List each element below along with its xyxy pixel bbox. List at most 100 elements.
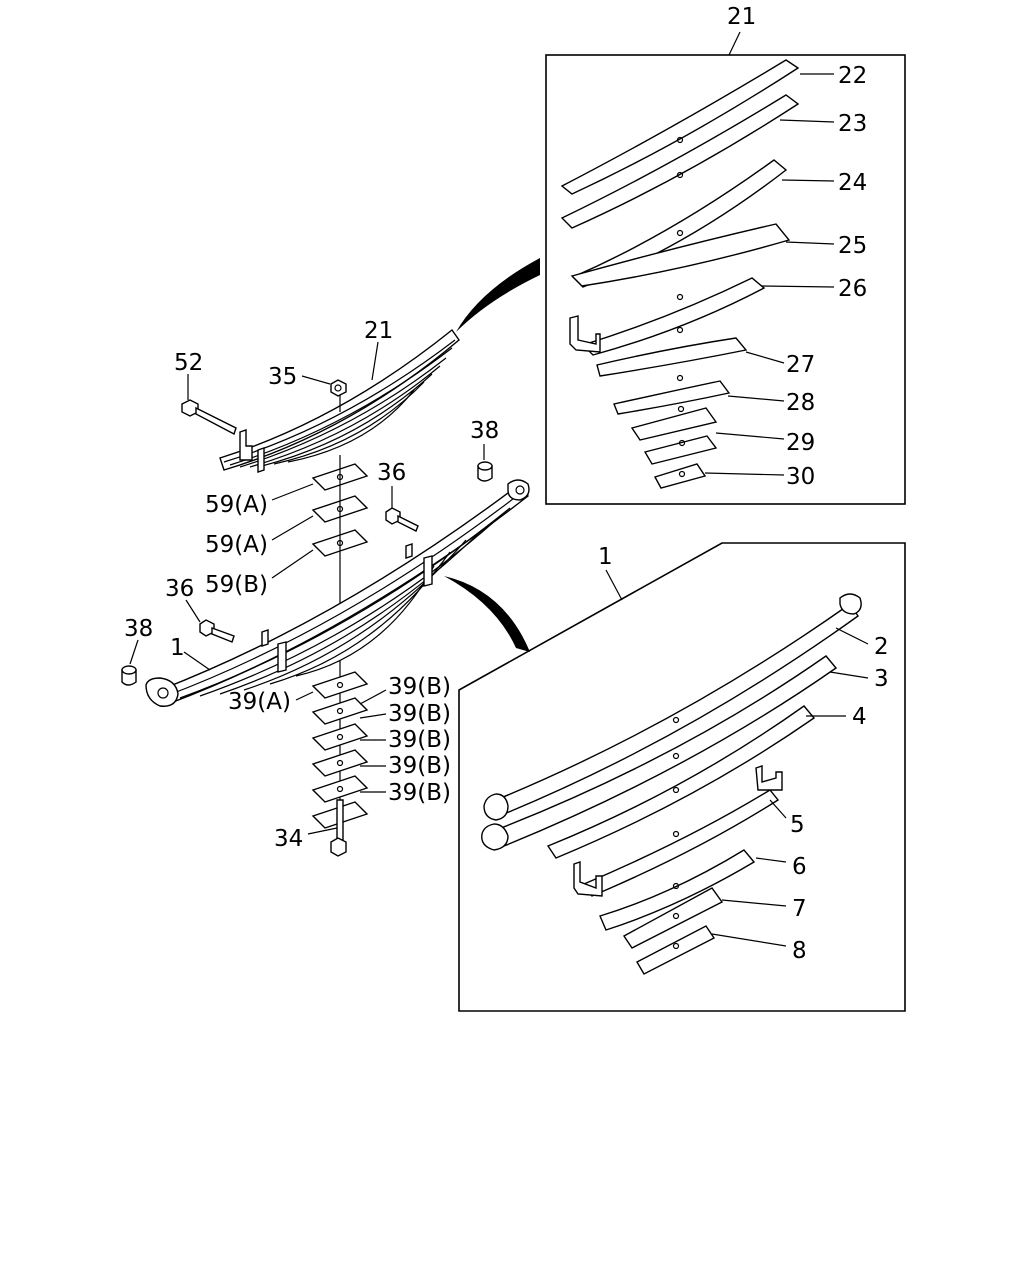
- label-21-mid: 21: [364, 318, 393, 344]
- label-52: 52: [174, 350, 203, 376]
- label-2: 2: [874, 634, 889, 660]
- label-39b-2: 39(B): [388, 701, 451, 727]
- leaf-30: [643, 435, 718, 465]
- leader-25: [785, 241, 835, 245]
- leader-6: [755, 857, 787, 863]
- leader-8: [711, 933, 787, 947]
- label-23: 23: [838, 111, 867, 137]
- label-28: 28: [786, 390, 815, 416]
- leader-5: [769, 799, 787, 819]
- spring-assembly-21: [219, 328, 460, 473]
- leaf-23: [560, 94, 800, 229]
- leader-35: [301, 375, 331, 385]
- leaf-2: [483, 593, 862, 821]
- leader-38-lower: [129, 639, 139, 665]
- leaf-26: [569, 277, 766, 356]
- leader-59b: [271, 549, 314, 579]
- leader-21-top: [728, 31, 741, 56]
- leaf-7: [622, 887, 724, 949]
- label-59b: 59(B): [205, 572, 268, 598]
- leader-1-main: [183, 651, 211, 671]
- leader-3: [829, 671, 869, 679]
- leader-2: [835, 627, 869, 645]
- label-8: 8: [792, 938, 807, 964]
- leader-7: [721, 899, 787, 907]
- leader-21-mid: [371, 341, 379, 381]
- leader-39a: [295, 691, 314, 701]
- leader-59a-1: [271, 483, 314, 501]
- leader-1-box: [605, 569, 623, 601]
- label-27: 27: [786, 352, 815, 378]
- leader-24: [781, 179, 835, 182]
- label-6: 6: [792, 854, 807, 880]
- shim-39b-2: [311, 723, 369, 751]
- leaf-27: [596, 326, 748, 377]
- shim-39b-3: [311, 749, 369, 777]
- label-29: 29: [786, 430, 815, 456]
- leader-59a-2: [271, 515, 314, 541]
- label-36-top: 36: [377, 460, 406, 486]
- leaf-5: [573, 765, 783, 897]
- leader-28: [727, 395, 785, 402]
- bushing-38-top: [477, 461, 493, 482]
- bolt-52: [181, 399, 237, 436]
- leaf-30b: [653, 463, 707, 489]
- leaf-28: [613, 374, 731, 415]
- label-34: 34: [274, 826, 303, 852]
- leader-34: [307, 827, 338, 835]
- label-39b-1: 39(B): [388, 674, 451, 700]
- leaf-3: [481, 655, 838, 851]
- label-38-lower: 38: [124, 616, 153, 642]
- callout-wedge-top: [456, 258, 540, 332]
- callout-wedge-bottom: [444, 576, 530, 652]
- leader-23: [779, 119, 835, 123]
- leader-26: [761, 285, 835, 288]
- label-21-top: 21: [727, 4, 756, 30]
- label-39a: 39(A): [228, 689, 291, 715]
- label-22: 22: [838, 63, 867, 89]
- label-1-main: 1: [170, 635, 185, 661]
- shim-39b-4: [311, 775, 369, 803]
- label-26: 26: [838, 276, 867, 302]
- leader-39b-2: [359, 713, 387, 719]
- leaf-6: [599, 849, 756, 931]
- leader-30: [704, 472, 785, 476]
- label-7: 7: [792, 896, 807, 922]
- leaf-8: [636, 925, 716, 975]
- leader-29: [715, 432, 785, 440]
- label-39b-4: 39(B): [388, 753, 451, 779]
- detail-box-21: [545, 54, 906, 505]
- label-35: 35: [268, 364, 297, 390]
- label-5: 5: [790, 812, 805, 838]
- label-39b-3: 39(B): [388, 727, 451, 753]
- shim-39b-1: [311, 697, 369, 725]
- leader-36-lower: [185, 599, 201, 623]
- label-3: 3: [874, 666, 889, 692]
- label-1-box: 1: [598, 544, 613, 570]
- leader-39b-1: [359, 689, 387, 705]
- label-39b-5: 39(B): [388, 780, 451, 806]
- center-bolt-34: [330, 799, 347, 857]
- label-59a-1: 59(A): [205, 492, 268, 518]
- leaf-25-visible: [570, 223, 791, 287]
- label-36-lower: 36: [165, 576, 194, 602]
- shim-39a: [311, 671, 369, 699]
- label-38-top: 38: [470, 418, 499, 444]
- leader-27: [745, 351, 785, 364]
- bolt-36-lower: [199, 619, 235, 643]
- label-59a-2: 59(A): [205, 532, 268, 558]
- leaf-22: [560, 59, 800, 195]
- leaf-4: [546, 705, 816, 859]
- leaf-29: [630, 405, 718, 441]
- bolt-36-upper: [385, 507, 419, 532]
- detail-box-1: [458, 542, 906, 1012]
- label-30: 30: [786, 464, 815, 490]
- label-25: 25: [838, 233, 867, 259]
- label-24: 24: [838, 170, 867, 196]
- bushing-38-bottom: [121, 665, 137, 686]
- label-4: 4: [852, 704, 867, 730]
- spring-assembly-1: [145, 479, 530, 707]
- nut-35: [330, 379, 347, 397]
